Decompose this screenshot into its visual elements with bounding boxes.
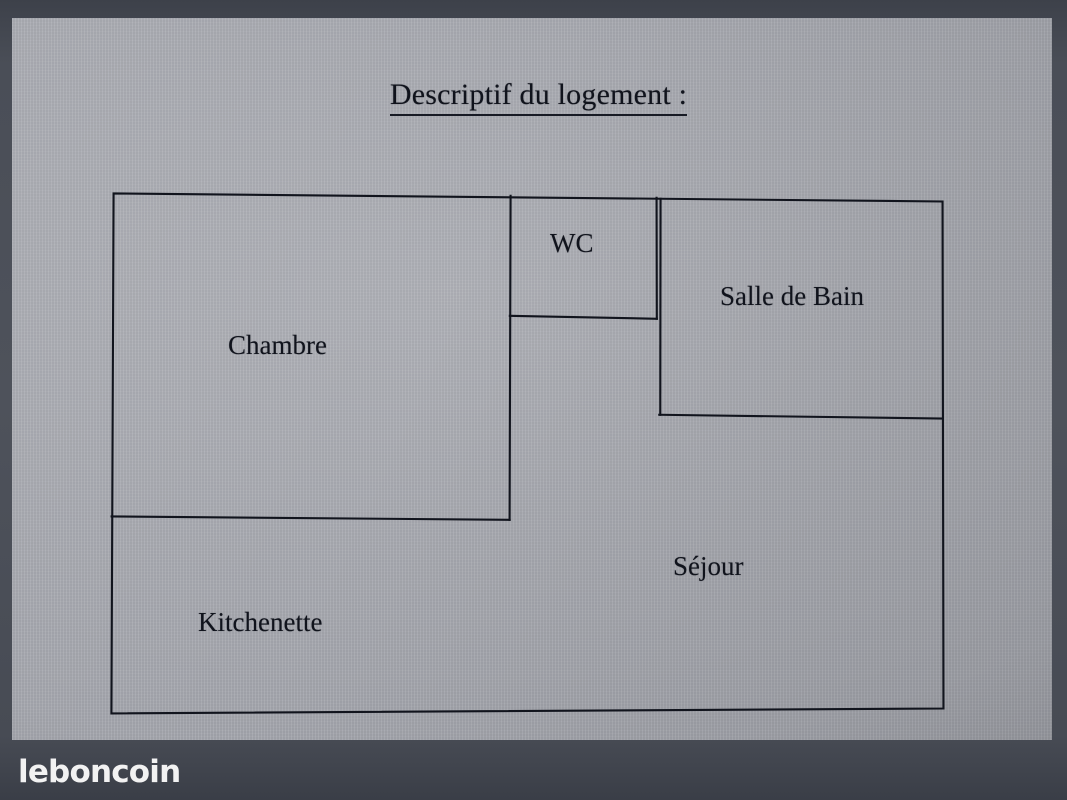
- leboncoin-watermark: leboncoin: [18, 754, 181, 790]
- room-label-kitchenette: Kitchenette: [198, 607, 323, 637]
- wall-wc-bottom: [508, 314, 658, 320]
- wall-wc-right: [655, 196, 658, 320]
- room-label-chambre: Chambre: [228, 330, 327, 360]
- room-label-salle-de-bain: Salle de Bain: [720, 281, 864, 311]
- room-label-wc: WC: [550, 228, 594, 258]
- page-title: Descriptif du logement :: [0, 78, 1067, 116]
- wall-outer-envelope: [110, 192, 945, 715]
- wall-salle-de-bain-left: [659, 197, 662, 416]
- wall-chambre-kitchenette-divider: [110, 515, 511, 521]
- wall-salle-de-bain-bottom: [658, 413, 944, 420]
- room-label-sejour: Séjour: [673, 551, 744, 581]
- wall-chambre-right: [508, 194, 512, 521]
- page-title-text: Descriptif du logement :: [389, 78, 688, 116]
